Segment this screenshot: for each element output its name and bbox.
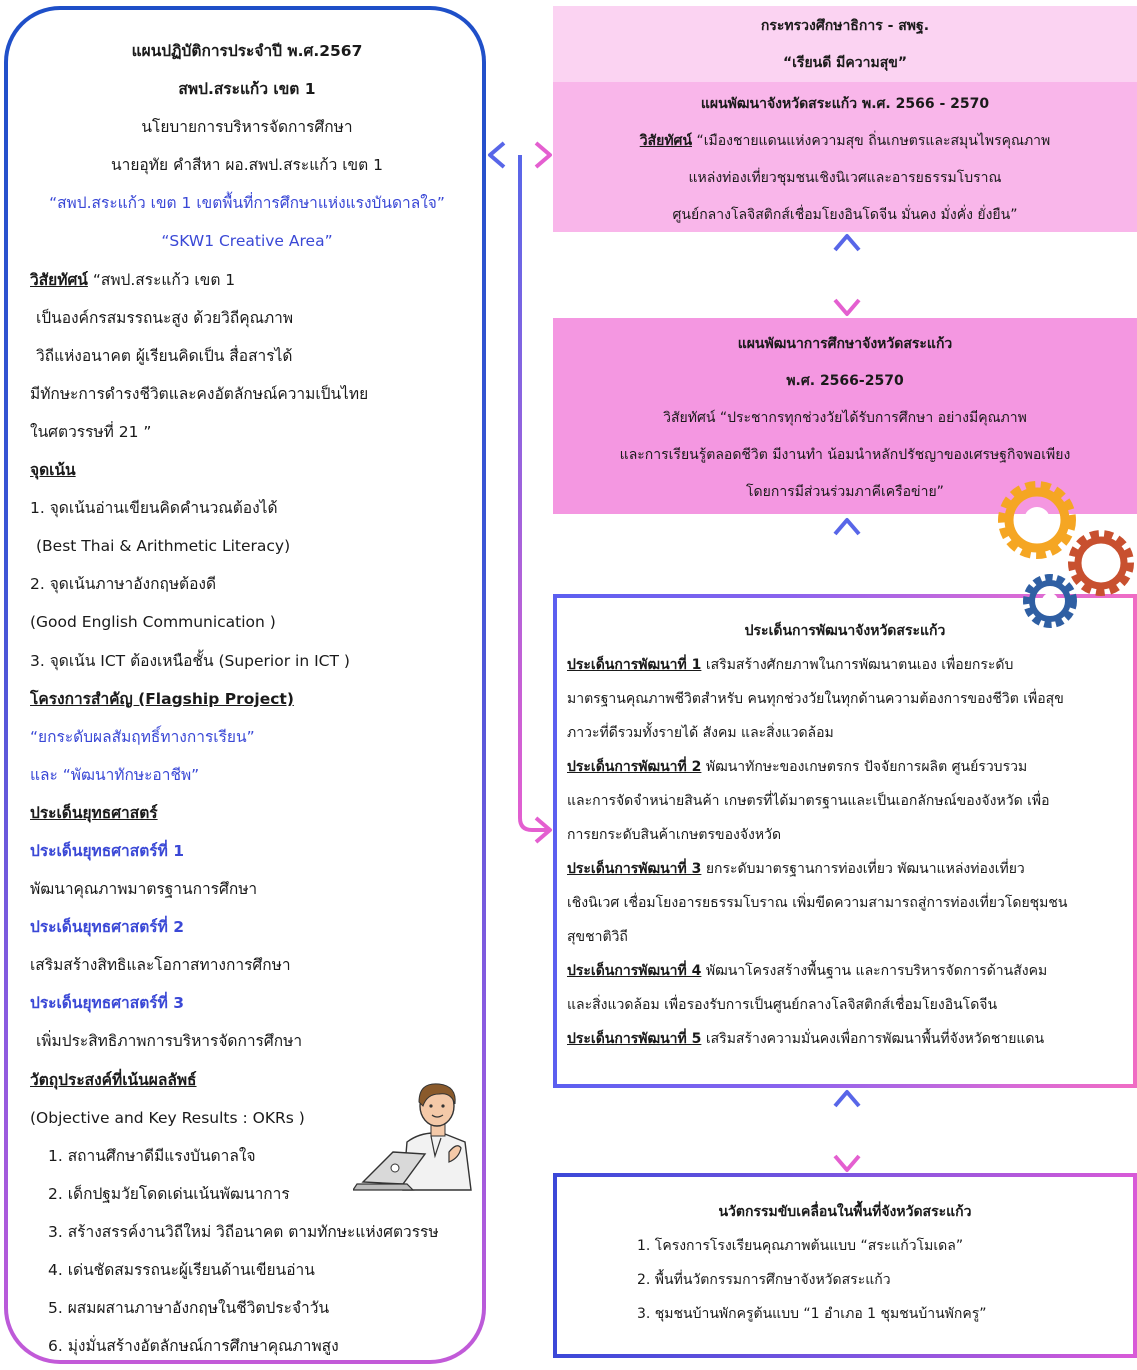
left-panel-content: แผนปฏิบัติการประจำปี พ.ศ.2567 สพป.สระแก้… xyxy=(8,10,482,1360)
strategy-2-text: เสริมสร้างสิทธิและโอกาสทางการศึกษา xyxy=(30,956,291,975)
okr-item-4: 4. เด่นชัดสมรรถนะผู้เรียนด้านเขียนอ่าน xyxy=(48,1261,315,1279)
left-title: แผนปฏิบัติการประจำปี พ.ศ.2567 xyxy=(131,42,363,60)
innovation-item-2: 2. พื้นที่นวัตกรรมการศึกษาจังหวัดสระแก้ว xyxy=(637,1272,891,1288)
issue-5-line-1: ประเด็นการพัฒนาที่ 5 เสริมสร้างความมั่นค… xyxy=(567,1022,1123,1056)
double-arrow-icon xyxy=(833,234,861,316)
provincial-vision-line-3: ศูนย์กลางโลจิสติกส์เชื่อมโยงอินโดจีน มั่… xyxy=(672,207,1018,223)
left-panel: แผนปฏิบัติการประจำปี พ.ศ.2567 สพป.สระแก้… xyxy=(4,6,486,1364)
issue-4-text: พัฒนาโครงสร้างพื้นฐาน และการบริหารจัดการ… xyxy=(701,963,1048,979)
strategy-3-text: เพิ่มประสิทธิภาพการบริหารจัดการศึกษา xyxy=(36,1032,303,1051)
okr-item-5: 5. ผสมผสานภาษาอังกฤษในชีวิตประจำวัน xyxy=(48,1299,330,1318)
gear-icon xyxy=(1068,530,1134,596)
issue-3-text: ยกระดับมาตรฐานการท่องเที่ยว พัฒนาแหล่งท่… xyxy=(701,861,1025,877)
focus-item-3: 3. จุดเน้น ICT ต้องเหนือชั้น (Superior i… xyxy=(30,651,350,670)
flagship-heading: โครงการสำคัญ (Flagship Project) xyxy=(30,689,294,708)
focus-heading: จุดเน้น xyxy=(30,461,76,480)
man-with-laptop-illustration xyxy=(353,1083,472,1191)
flagship-item-1: “ยกระดับผลสัมฤทธิ์ทางการเรียน” xyxy=(30,727,255,746)
issue-1-line-2: มาตรฐานคุณภาพชีวิตสำหรับ คนทุกช่วงวัยในท… xyxy=(567,691,1064,707)
ministry-box: กระทรวงศึกษาธิการ - สพฐ. “เรียนดี มีความ… xyxy=(553,6,1137,82)
issue-4-line-2: และสิ่งแวดล้อม เพื่อรองรับการเป็นศูนย์กล… xyxy=(567,997,998,1013)
vision-text: “สพป.สระแก้ว เขต 1 xyxy=(87,270,236,289)
flagship-item-2: และ “พัฒนาทักษะอาชีพ” xyxy=(30,765,200,784)
development-issues-title: ประเด็นการพัฒนาจังหวัดสระแก้ว xyxy=(744,623,946,639)
issue-4-line-1: ประเด็นการพัฒนาที่ 4 พัฒนาโครงสร้างพื้นฐ… xyxy=(567,954,1123,988)
education-vision-line-3: โดยการมีส่วนร่วมภาคีเครือข่าย” xyxy=(746,484,944,500)
issue-3-line-3: สุขชาติวิถี xyxy=(567,929,628,945)
left-vision-line-5: ในศตวรรษที่ 21 ” xyxy=(30,422,152,441)
okr-item-2: 2. เด็กปฐมวัยโดดเด่นเน้นพัฒนาการ xyxy=(48,1184,290,1203)
issue-2-line-3: การยกระดับสินค้าเกษตรของจังหวัด xyxy=(567,827,782,843)
issue-2-line-2: และการจัดจำหน่ายสินค้า เกษตรที่ได้มาตรฐา… xyxy=(567,793,1050,809)
issue-5-label: ประเด็นการพัฒนาที่ 5 xyxy=(567,1031,702,1047)
okr-item-6: 6. มุ่งมั่นสร้างอัตลักษณ์การศึกษาคุณภาพส… xyxy=(48,1337,339,1356)
issue-2-line-1: ประเด็นการพัฒนาที่ 2 พัฒนาทักษะของเกษตรก… xyxy=(567,750,1123,784)
focus-item-2: 2. จุดเน้นภาษาอังกฤษต้องดี xyxy=(30,575,217,594)
strategy-2-label: ประเด็นยุทธศาสตร์ที่ 2 xyxy=(30,918,185,937)
strategy-heading: ประเด็นยุทธศาสตร์ xyxy=(30,803,158,822)
development-issues-box: ประเด็นการพัฒนาจังหวัดสระแก้ว ประเด็นการ… xyxy=(553,594,1137,1088)
left-policy: นโยบายการบริหารจัดการศึกษา xyxy=(141,118,353,137)
okr-subheading: (Objective and Key Results : OKRs ) xyxy=(30,1108,305,1127)
double-arrow-icon xyxy=(488,141,552,169)
issue-5-text: เสริมสร้างความมั่นคงเพื่อการพัฒนาพื้นที่… xyxy=(701,1031,1045,1047)
strategy-1-label: ประเด็นยุทธศาสตร์ที่ 1 xyxy=(30,841,185,860)
okr-item-3: 3. สร้างสรรค์งานวิถีใหม่ วิถีอนาคต ตามทั… xyxy=(48,1222,439,1241)
issue-1-label: ประเด็นการพัฒนาที่ 1 xyxy=(567,657,702,673)
innovation-box: นวัตกรรมขับเคลื่อนในพื้นที่จังหวัดสระแก้… xyxy=(553,1173,1137,1358)
okr-heading: วัตถุประสงค์ที่เน้นผลลัพธ์ xyxy=(30,1070,197,1089)
ministry-slogan: “เรียนดี มีความสุข” xyxy=(782,55,908,71)
focus-item-1-en: (Best Thai & Arithmetic Literacy) xyxy=(36,537,291,556)
innovation-item-1: 1. โครงการโรงเรียนคุณภาพต้นแบบ “สระแก้วโ… xyxy=(637,1238,964,1254)
double-arrow-icon xyxy=(833,1090,861,1172)
development-issues-content: ประเด็นการพัฒนาจังหวัดสระแก้ว ประเด็นการ… xyxy=(557,598,1133,1084)
vision-label: วิสัยทัศน์ xyxy=(30,270,88,289)
left-vision-line-4: มีทักษะการดำรงชีวิตและคงอัตลักษณ์ความเป็… xyxy=(30,384,369,403)
up-arrow-icon xyxy=(833,518,861,592)
issue-1-line-1: ประเด็นการพัฒนาที่ 1 เสริมสร้างศักยภาพใน… xyxy=(567,648,1123,682)
left-slogan-en: “SKW1 Creative Area” xyxy=(161,232,333,251)
left-slogan-th: “สพป.สระแก้ว เขต 1 เขตพื้นที่การศึกษาแห่… xyxy=(49,194,445,213)
okr-item-1: 1. สถานศึกษาดีมีแรงบันดาลใจ xyxy=(48,1146,256,1165)
issue-2-label: ประเด็นการพัฒนาที่ 2 xyxy=(567,759,702,775)
provincial-vision-label: วิสัยทัศน์ xyxy=(639,133,693,149)
ministry-title: กระทรวงศึกษาธิการ - สพฐ. xyxy=(760,18,930,34)
left-vision-line-2: เป็นองค์กรสมรรถนะสูง ด้วยวิถีคุณภาพ xyxy=(36,308,294,327)
provincial-vision-line-1: วิสัยทัศน์ “เมืองชายแดนแห่งความสุข ถิ่นเ… xyxy=(553,123,1137,160)
innovation-content: นวัตกรรมขับเคลื่อนในพื้นที่จังหวัดสระแก้… xyxy=(557,1177,1133,1354)
strategy-3-label: ประเด็นยุทธศาสตร์ที่ 3 xyxy=(30,994,185,1013)
education-vision-line-2: และการเรียนรู้ตลอดชีวิต มีงานทำ น้อมนำหล… xyxy=(619,447,1071,463)
left-vision-line-3: วิถีแห่งอนาคต ผู้เรียนคิดเป็น สื่อสารได้ xyxy=(36,346,293,365)
left-vision-line-1: วิสัยทัศน์ “สพป.สระแก้ว เขต 1 xyxy=(30,261,464,299)
issue-1-text: เสริมสร้างศักยภาพในการพัฒนาตนเอง เพื่อยก… xyxy=(701,657,1014,673)
left-director: นายอุทัย คำสีหา ผอ.สพป.สระแก้ว เขต 1 xyxy=(111,156,383,175)
education-plan-title: แผนพัฒนาการศึกษาจังหวัดสระแก้ว xyxy=(737,336,953,352)
left-org: สพป.สระแก้ว เขต 1 xyxy=(178,80,316,99)
issue-3-line-2: เชิงนิเวศ เชื่อมโยงอารยธรรมโบราณ เพิ่มขี… xyxy=(567,895,1068,911)
focus-item-1: 1. จุดเน้นอ่านเขียนคิดคำนวณต้องได้ xyxy=(30,499,278,518)
issue-1-line-3: ภาวะที่ดีรวมทั้งรายได้ สังคม และสิ่งแวดล… xyxy=(567,725,834,741)
innovation-title: นวัตกรรมขับเคลื่อนในพื้นที่จังหวัดสระแก้… xyxy=(718,1204,972,1220)
education-plan-years: พ.ศ. 2566-2570 xyxy=(786,373,904,389)
issue-3-line-1: ประเด็นการพัฒนาที่ 3 ยกระดับมาตรฐานการท่… xyxy=(567,852,1123,886)
issue-2-text: พัฒนาทักษะของเกษตรกร ปัจจัยการผลิต ศูนย์… xyxy=(701,759,1028,775)
provincial-plan-title: แผนพัฒนาจังหวัดสระแก้ว พ.ศ. 2566 - 2570 xyxy=(700,96,990,112)
issue-3-label: ประเด็นการพัฒนาที่ 3 xyxy=(567,861,702,877)
issue-4-label: ประเด็นการพัฒนาที่ 4 xyxy=(567,963,702,979)
education-vision-line-1: วิสัยทัศน์ “ประชากรทุกช่วงวัยได้รับการศึ… xyxy=(663,410,1027,426)
provincial-plan-box: แผนพัฒนาจังหวัดสระแก้ว พ.ศ. 2566 - 2570 … xyxy=(553,82,1137,232)
provincial-vision-line-2: แหล่งท่องเที่ยวชุมชนเชิงนิเวศและอารยธรรม… xyxy=(688,170,1002,186)
vertical-connector-icon xyxy=(518,155,552,844)
provincial-vision-text: “เมืองชายแดนแห่งความสุข ถิ่นเกษตรและสมุน… xyxy=(692,133,1051,149)
strategy-1-text: พัฒนาคุณภาพมาตรฐานการศึกษา xyxy=(30,880,258,899)
focus-item-2-en: (Good English Communication ) xyxy=(30,613,276,632)
education-plan-box: แผนพัฒนาการศึกษาจังหวัดสระแก้ว พ.ศ. 2566… xyxy=(553,318,1137,514)
innovation-item-3: 3. ชุมชนบ้านพักครูต้นแบบ “1 อำเภอ 1 ชุมช… xyxy=(637,1306,987,1322)
